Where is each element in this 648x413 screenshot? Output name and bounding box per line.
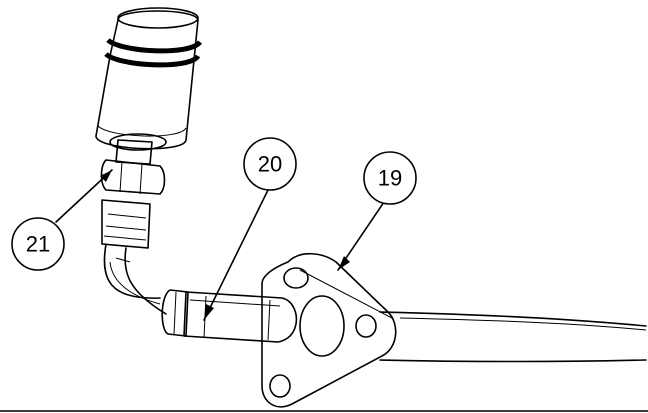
exhaust-pipe (379, 311, 647, 363)
flange-bolt-hole (355, 314, 377, 338)
callout-20: 20 (243, 137, 297, 191)
callout-21: 21 (11, 217, 65, 271)
arrowhead-21 (100, 170, 112, 182)
bent-tube (103, 243, 167, 315)
callout-20-label: 20 (258, 152, 282, 177)
arrowhead-20 (204, 304, 214, 320)
flange-bolt-hole (269, 374, 291, 398)
leader-lines (55, 169, 385, 321)
triangular-flange (261, 252, 397, 408)
tube-fitting (161, 289, 298, 343)
leader-20 (203, 185, 271, 321)
hose-end-fitting (100, 139, 166, 249)
flange-bore (299, 295, 345, 357)
callout-21-label: 21 (26, 232, 50, 257)
arrowhead-19 (338, 256, 350, 270)
callout-19: 19 (363, 151, 417, 205)
leader-21 (55, 169, 113, 223)
sensor-cylinder (95, 7, 203, 151)
callout-19-label: 19 (378, 166, 402, 191)
flange-bolt-hole (283, 267, 309, 289)
